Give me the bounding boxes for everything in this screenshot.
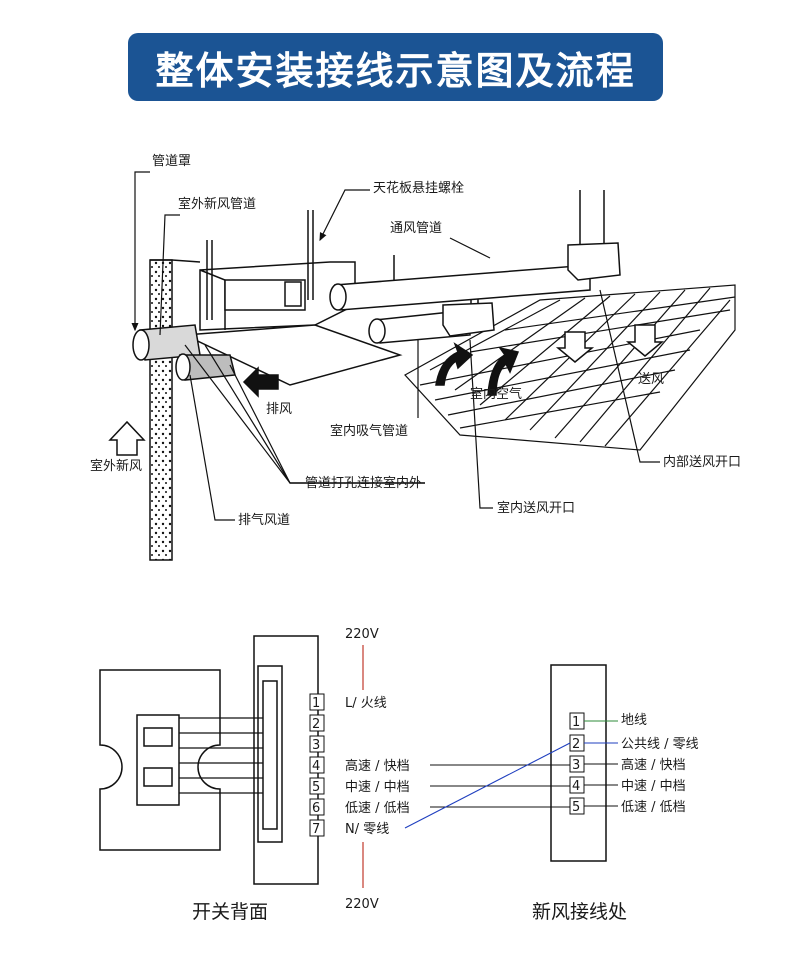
switch-label-4: 高速 / 快档: [345, 758, 410, 774]
switch-terminal-2: 2: [309, 714, 325, 732]
ducts: [132, 242, 621, 381]
connection-wires: [404, 720, 618, 829]
unit-label-4: 中速 / 中档: [621, 779, 686, 794]
switch-terminal-7: 7: [309, 819, 325, 837]
unit-terminal-block: 1 2 3 4 5: [569, 712, 585, 815]
label-duct-cover: 管道罩: [152, 154, 191, 169]
svg-text:1: 1: [312, 696, 320, 711]
svg-text:5: 5: [572, 800, 580, 815]
unit-label-3: 高速 / 快档: [621, 757, 686, 773]
unit-terminal-4: 4: [569, 776, 585, 794]
unit-label-1: 地线: [621, 713, 647, 728]
switch-caption: 开关背面: [192, 901, 268, 923]
unit-terminal-2: 2: [569, 734, 585, 752]
label-outdoor-fresh-air: 室外新风: [90, 458, 142, 474]
label-supply-air: 送风: [638, 372, 664, 387]
label-indoor-supply-outlet: 室内送风开口: [497, 500, 575, 516]
switch-terminal-3: 3: [309, 735, 325, 753]
svg-text:2: 2: [312, 717, 320, 732]
unit-terminal-3: 3: [569, 755, 585, 773]
svg-text:7: 7: [312, 822, 320, 837]
switch-terminal-labels: L/ 火线 高速 / 快档 中速 / 中档 低速 / 低档 N/ 零线: [345, 696, 410, 837]
switch-terminal-4: 4: [309, 756, 325, 774]
unit-terminal-1: 1: [569, 712, 585, 730]
airflow-arrows: [108, 324, 665, 456]
leader-lines: [131, 171, 660, 521]
unit-terminal-labels: 地线 公共线 / 零线 高速 / 快档 中速 / 中档 低速 / 低档: [621, 713, 699, 815]
unit-label-2: 公共线 / 零线: [621, 737, 699, 752]
unit-label-5: 低速 / 低档: [621, 800, 686, 815]
title-banner: 整体安装接线示意图及流程: [128, 33, 663, 101]
svg-text:3: 3: [572, 758, 580, 773]
page-title: 整体安装接线示意图及流程: [155, 48, 636, 93]
svg-text:6: 6: [312, 801, 320, 816]
svg-text:1: 1: [572, 715, 580, 730]
label-vent-duct: 通风管道: [390, 221, 442, 236]
outer-wall: [149, 259, 201, 561]
svg-text:4: 4: [312, 759, 320, 774]
switch-body: [253, 635, 319, 885]
voltage-top: 220V: [345, 627, 379, 642]
switch-label-7: N/ 零线: [345, 822, 389, 837]
unit-caption: 新风接线处: [532, 901, 627, 923]
label-indoor-air: 室内空气: [470, 386, 522, 402]
switch-terminal-block: 1 2 3 4 5 6 7: [309, 693, 325, 837]
switch-label-5: 中速 / 中档: [345, 780, 410, 795]
label-duct-hole: 管道打孔连接室内外: [305, 475, 422, 491]
label-exhaust-duct: 排气风道: [238, 512, 290, 528]
switch-plate: [99, 669, 221, 851]
switch-terminal-1: 1: [309, 693, 325, 711]
svg-text:5: 5: [312, 780, 320, 795]
svg-text:3: 3: [312, 738, 320, 753]
switch-label-6: 低速 / 低档: [345, 801, 410, 816]
switch-label-1: L/ 火线: [345, 696, 387, 711]
switch-terminal-5: 5: [309, 777, 325, 795]
label-inner-supply-outlet: 内部送风开口: [663, 454, 741, 470]
label-ceiling-bolt: 天花板悬挂螺栓: [373, 180, 464, 196]
svg-text:4: 4: [572, 779, 580, 794]
unit-terminal-5: 5: [569, 797, 585, 815]
label-indoor-intake-duct: 室内吸气管道: [330, 423, 408, 439]
switch-internal-wires: [179, 717, 263, 794]
fresh-air-unit: [182, 261, 403, 386]
switch-terminal-6: 6: [309, 798, 325, 816]
install-labels: 管道罩 室外新风管道 天花板悬挂螺栓 通风管道 排风 室内空气 送风 室内吸气管…: [90, 154, 741, 528]
label-exhaust: 排风: [266, 402, 292, 417]
voltage-bottom: 220V: [345, 897, 379, 912]
svg-text:2: 2: [572, 737, 580, 752]
label-outdoor-fresh-duct: 室外新风管道: [178, 196, 256, 212]
